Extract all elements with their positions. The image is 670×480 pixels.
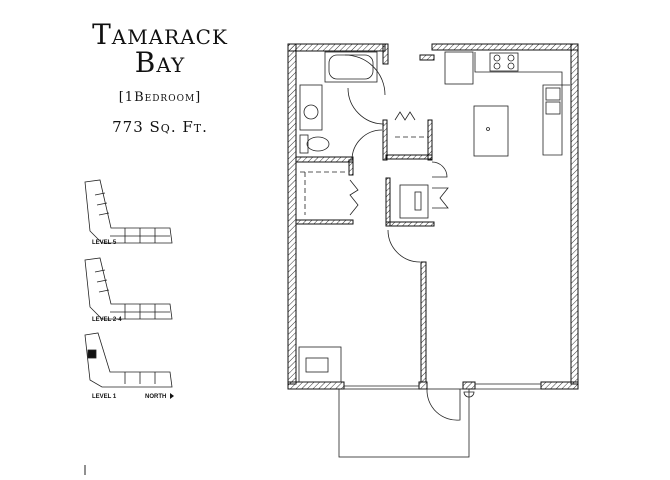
- kitchen-island: [473, 105, 509, 157]
- bedroom-door-swing: [351, 129, 383, 161]
- key-plan-label: LEVEL 2-4: [92, 317, 122, 323]
- key-plan-label: LEVEL 1: [92, 394, 117, 400]
- kitchen-sink: [545, 87, 561, 101]
- toilet: [306, 136, 330, 152]
- unit-type: [1Bedroom]: [118, 90, 202, 105]
- exterior-light: [463, 391, 475, 398]
- sink: [303, 104, 319, 120]
- vanity: [299, 84, 323, 131]
- key-plan-level-5: [84, 179, 173, 244]
- patio-door-swing: [426, 388, 461, 421]
- key-plan-level-2-4: [84, 257, 173, 320]
- entry-door-swing: [344, 54, 386, 96]
- hvac-unit: [298, 346, 342, 383]
- stove: [489, 52, 519, 72]
- key-plan-label: LEVEL 5: [92, 240, 117, 246]
- bedroom2-door-swing: [387, 229, 421, 263]
- unit-area: 773 Sq. Ft.: [112, 118, 208, 136]
- north-arrow-icon: [170, 393, 174, 399]
- building-name-line2: Bay: [134, 46, 186, 79]
- washer-dryer: [399, 184, 429, 219]
- unit-walls: [287, 43, 579, 390]
- refrigerator: [444, 51, 474, 85]
- building-name-line1: Tamarack: [92, 18, 228, 51]
- balcony: [338, 388, 470, 458]
- bath-door-swing: [347, 87, 385, 125]
- unit-location-marker: [87, 349, 97, 359]
- key-plan-level-1: [84, 332, 173, 388]
- north-label: NORTH: [145, 394, 167, 400]
- bathtub: [324, 51, 378, 83]
- toilet-tank: [299, 134, 309, 154]
